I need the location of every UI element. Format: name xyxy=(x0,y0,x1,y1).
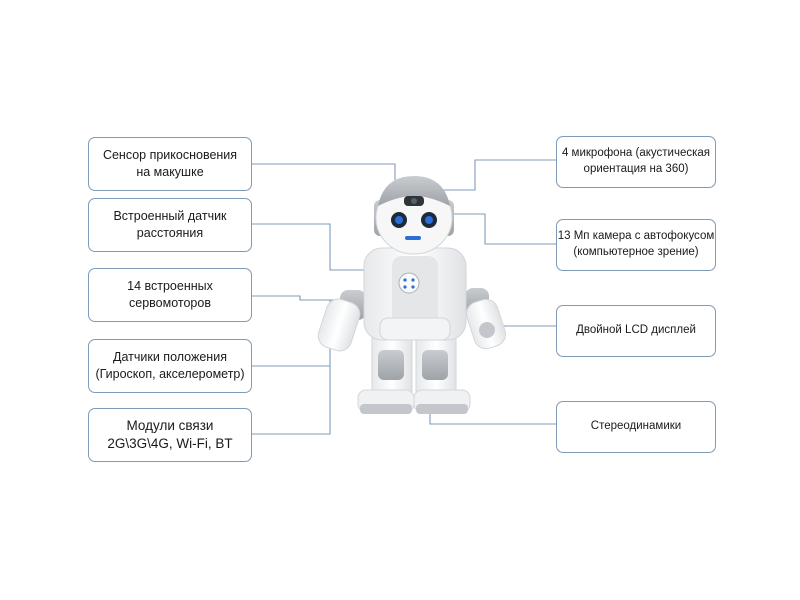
label-camera: 13 Мп камера с автофокусом (компьютерное… xyxy=(556,219,716,271)
robot-legs xyxy=(357,329,471,414)
label-touch-sensor: Сенсор прикосновения на макушке xyxy=(88,137,252,191)
robot-arms xyxy=(317,288,507,352)
label-distance-sensor: Встроенный датчик расстояния xyxy=(88,198,252,252)
robot-torso xyxy=(363,247,467,341)
robot-head xyxy=(374,176,454,255)
label-communication-modules: Модули связи 2G\3G\4G, Wi-Fi, BT xyxy=(88,408,252,462)
label-position-sensors: Датчики положения (Гироскоп, акселеромет… xyxy=(88,339,252,393)
label-microphones: 4 микрофона (акустическая ориентация на … xyxy=(556,136,716,188)
label-speakers: Стереодинамики xyxy=(556,401,716,453)
label-lcd-display: Двойной LCD дисплей xyxy=(556,305,716,357)
label-servomotors: 14 встроенных сервомоторов xyxy=(88,268,252,322)
